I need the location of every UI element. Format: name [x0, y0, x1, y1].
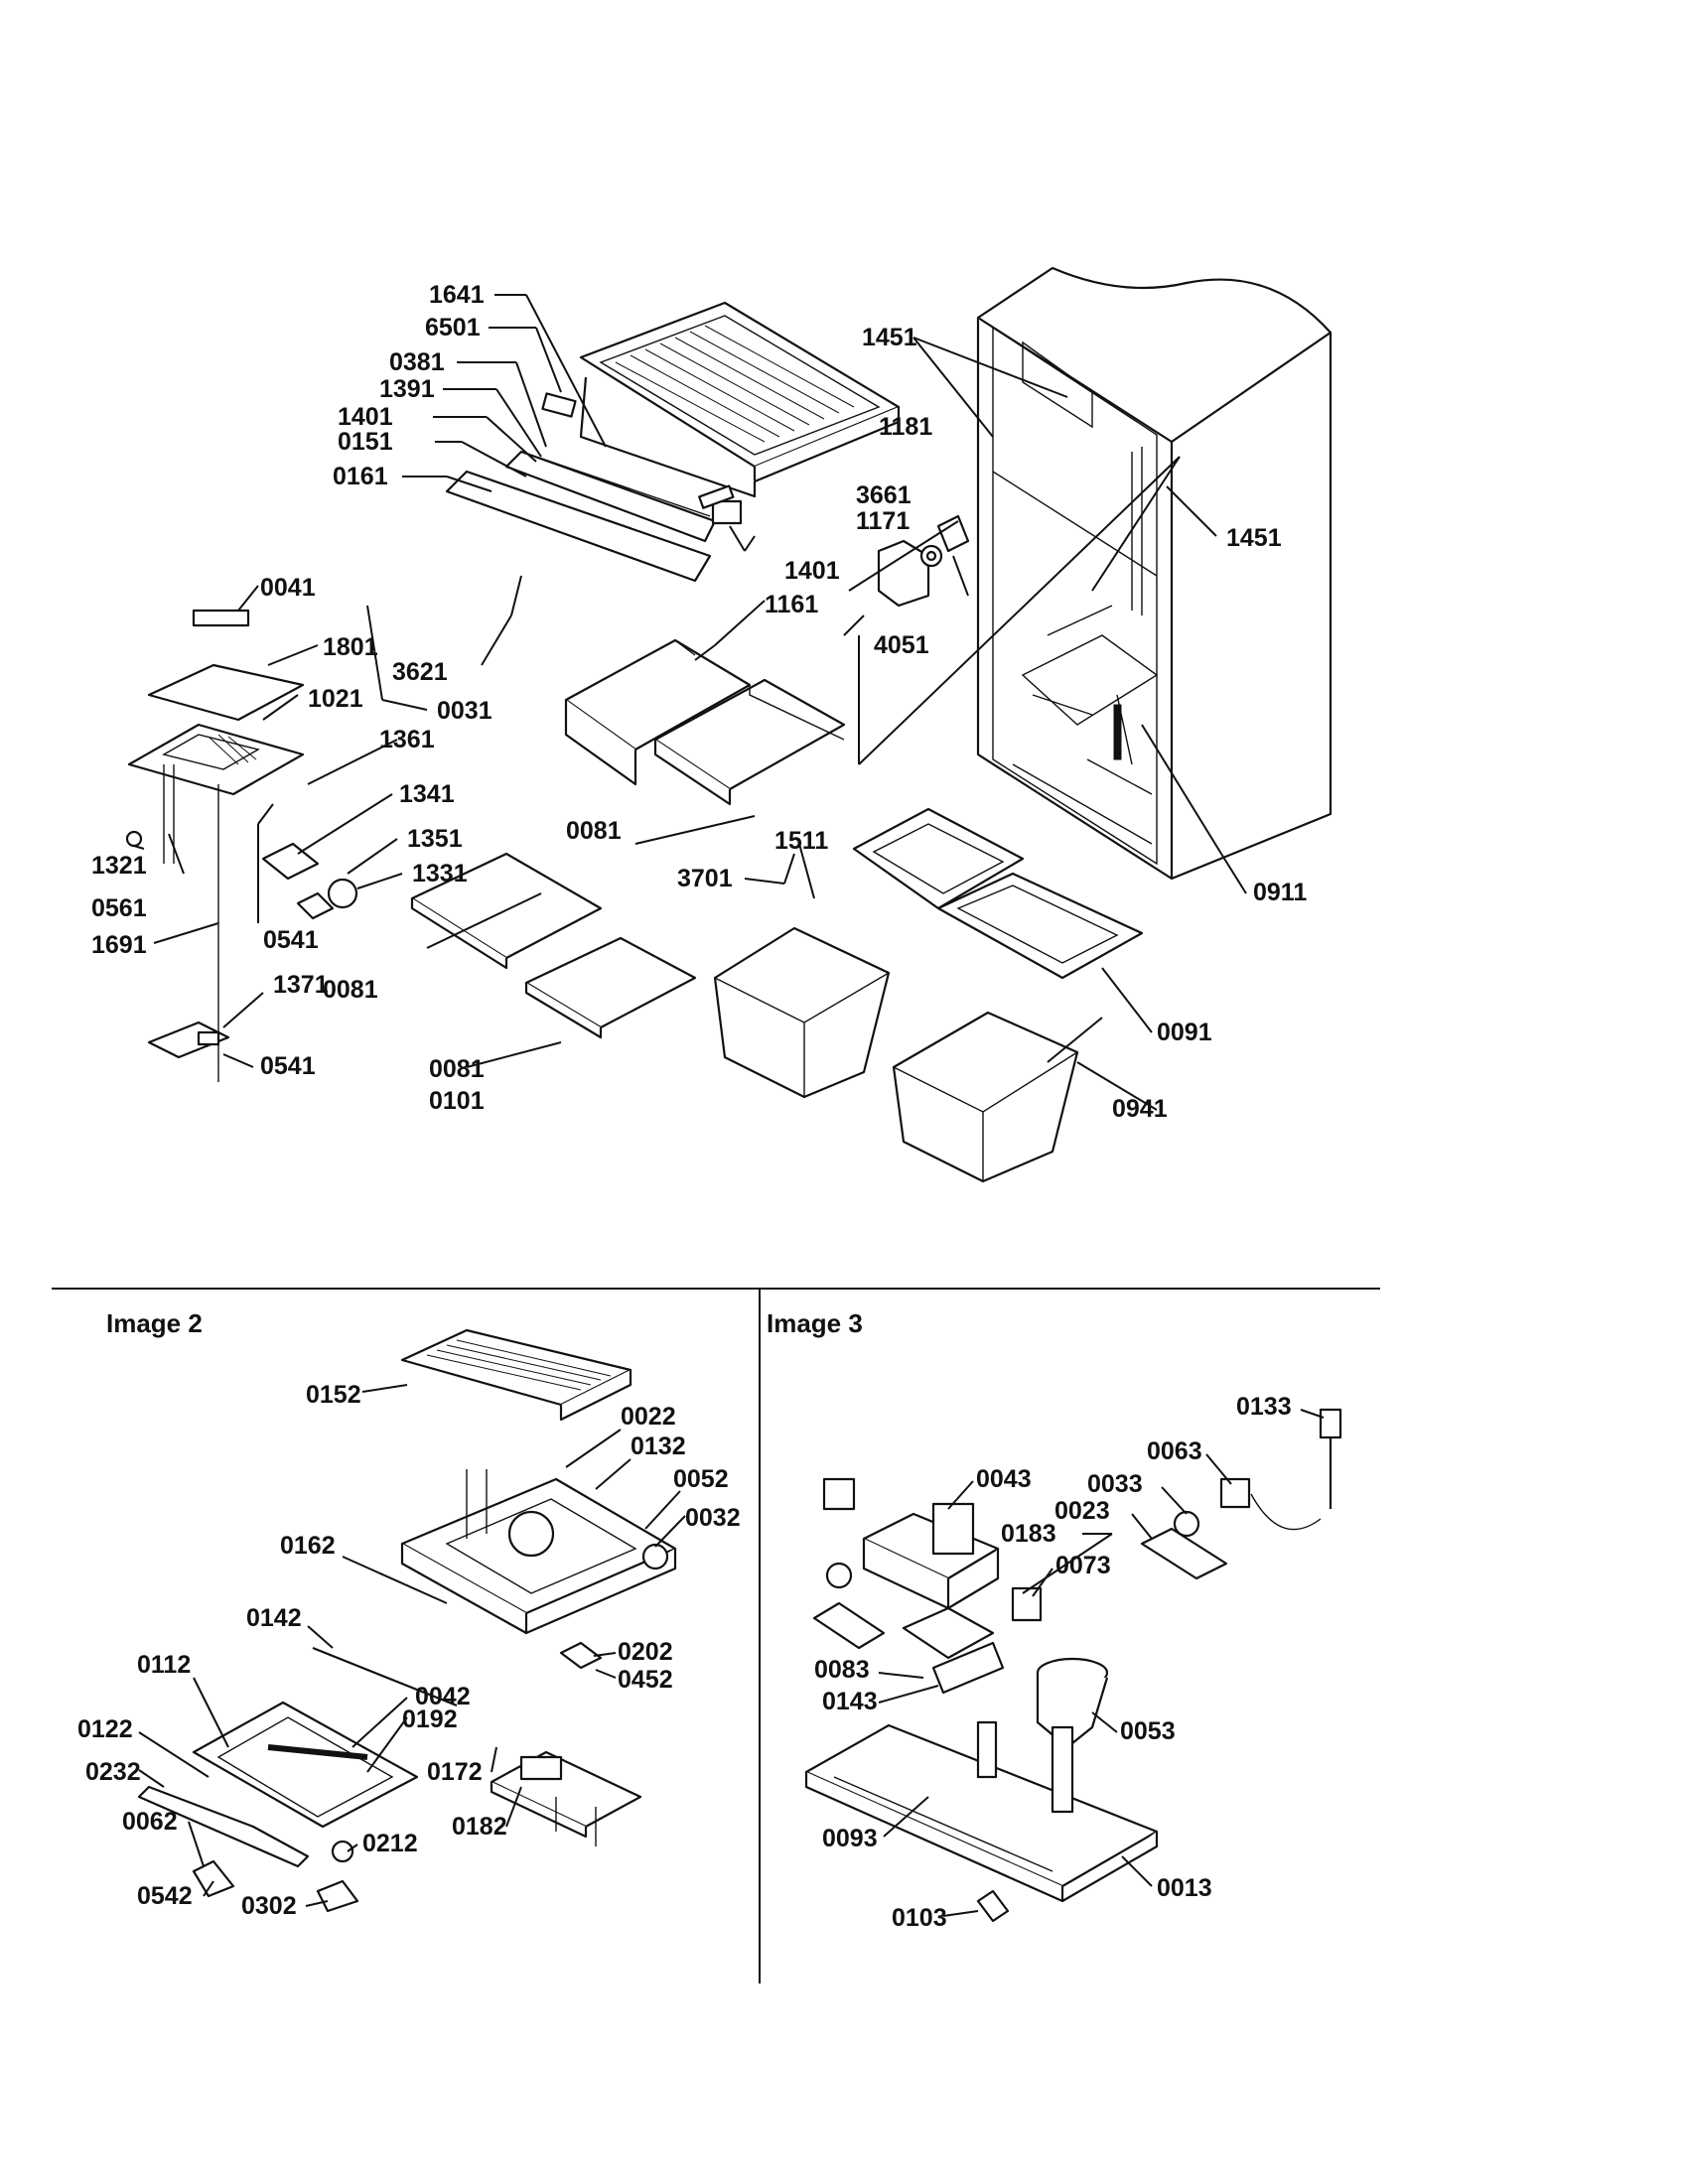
callout-0133: 0133 [1236, 1393, 1292, 1421]
callout-1321: 1321 [91, 852, 147, 880]
callout-0081-mid: 0081 [323, 976, 378, 1004]
image3-title: Image 3 [767, 1308, 863, 1338]
callout-0042: 0042 [415, 1683, 471, 1710]
callout-0032: 0032 [685, 1504, 741, 1532]
callout-1511: 1511 [774, 827, 828, 855]
callout-1451-right: 1451 [1226, 524, 1282, 552]
callout-0192: 0192 [402, 1706, 458, 1733]
callout-0083: 0083 [814, 1656, 870, 1684]
callout-4051: 4051 [874, 631, 929, 659]
callout-0081-upper: 0081 [566, 817, 622, 845]
callout-0112: 0112 [137, 1651, 191, 1679]
callout-3621: 3621 [392, 658, 448, 686]
callout-0103: 0103 [892, 1904, 947, 1932]
callout-1161: 1161 [765, 591, 818, 618]
callout-1641: 1641 [429, 281, 485, 309]
callout-0073: 0073 [1055, 1552, 1111, 1579]
callout-0152: 0152 [306, 1381, 361, 1409]
upper-shelves-illustration [564, 638, 846, 806]
image2-panel: Image 2 [77, 1308, 741, 1920]
callout-1451-top: 1451 [862, 324, 917, 351]
callout-0033: 0033 [1087, 1470, 1143, 1498]
cabinet-illustration [976, 266, 1333, 881]
callout-0302: 0302 [241, 1892, 297, 1920]
callout-0062: 0062 [122, 1808, 178, 1836]
top-shelf-illustration [579, 301, 901, 498]
callout-3701: 3701 [677, 865, 733, 892]
control-housing-illustration [877, 514, 970, 608]
callout-0183: 0183 [1001, 1520, 1056, 1548]
callout-0151: 0151 [338, 428, 393, 456]
callout-0172: 0172 [427, 1758, 483, 1786]
callout-0122: 0122 [77, 1715, 133, 1743]
control-bar-illustration [445, 392, 743, 583]
callout-0053: 0053 [1120, 1717, 1176, 1745]
callout-0911: 0911 [1253, 879, 1307, 906]
callout-6501: 6501 [425, 314, 481, 341]
callout-0161: 0161 [333, 463, 388, 490]
callout-1171: 1171 [856, 507, 910, 535]
callout-1351: 1351 [407, 825, 463, 853]
main-leader-lines [133, 294, 1247, 1111]
callout-0132: 0132 [631, 1433, 686, 1460]
callout-0023: 0023 [1054, 1497, 1110, 1525]
callout-0081-lower: 0081 [429, 1055, 485, 1083]
callout-1021: 1021 [308, 685, 363, 713]
image3-illustration [804, 1408, 1342, 1923]
callout-0013: 0013 [1157, 1874, 1212, 1902]
callout-1371: 1371 [273, 971, 329, 999]
callout-1361: 1361 [379, 726, 435, 753]
callout-0541-lower: 0541 [260, 1052, 316, 1080]
callout-0561: 0561 [91, 894, 147, 922]
light-housing-illustration [125, 609, 358, 1082]
callout-0162: 0162 [280, 1532, 336, 1560]
callout-1801: 1801 [323, 633, 378, 661]
callout-0041: 0041 [260, 574, 316, 602]
callout-0542: 0542 [137, 1882, 193, 1910]
callout-0022: 0022 [621, 1403, 676, 1431]
callout-1181: 1181 [879, 413, 932, 441]
image2-illustration [137, 1328, 677, 1913]
callout-0101: 0101 [429, 1087, 485, 1115]
callout-0452: 0452 [618, 1666, 673, 1694]
callout-0142: 0142 [246, 1604, 302, 1632]
callout-0541-upper: 0541 [263, 926, 319, 954]
callout-1401-right: 1401 [784, 557, 840, 585]
callout-0052: 0052 [673, 1465, 729, 1493]
image3-leader-lines [878, 1409, 1325, 1917]
crisper-drawers-illustration [713, 807, 1144, 1183]
image3-panel: Image 3 [767, 1308, 1342, 1932]
callout-0063: 0063 [1147, 1437, 1202, 1465]
callout-0381: 0381 [389, 348, 445, 376]
callout-1691: 1691 [91, 931, 147, 959]
callout-0143: 0143 [822, 1688, 878, 1715]
image2-callouts: 0152 0022 0132 0052 0032 0162 0142 0202 … [77, 1381, 741, 1920]
callout-0043: 0043 [976, 1465, 1032, 1493]
callout-0031: 0031 [437, 697, 492, 725]
callout-1331: 1331 [412, 860, 468, 887]
callout-0091: 0091 [1157, 1019, 1212, 1046]
callout-0093: 0093 [822, 1825, 878, 1852]
callout-1391: 1391 [379, 375, 435, 403]
callout-3661: 3661 [856, 481, 912, 509]
callout-0182: 0182 [452, 1813, 507, 1841]
main-assembly-drawing: 1641 6501 0381 1391 1401 0151 0161 1451 … [91, 266, 1333, 1183]
lower-shelves-illustration [410, 852, 697, 1039]
image2-title: Image 2 [106, 1308, 203, 1338]
callout-0212: 0212 [362, 1830, 418, 1857]
callout-0941: 0941 [1112, 1095, 1168, 1123]
callout-0202: 0202 [618, 1638, 673, 1666]
callout-0232: 0232 [85, 1758, 141, 1786]
image2-leader-lines [138, 1384, 686, 1907]
callout-1341: 1341 [399, 780, 455, 808]
callout-1401-left: 1401 [338, 403, 393, 431]
image3-callouts: 0133 0063 0033 0043 0023 0183 0073 0083 … [814, 1393, 1292, 1932]
main-callouts: 1641 6501 0381 1391 1401 0151 0161 1451 … [91, 281, 1307, 1123]
